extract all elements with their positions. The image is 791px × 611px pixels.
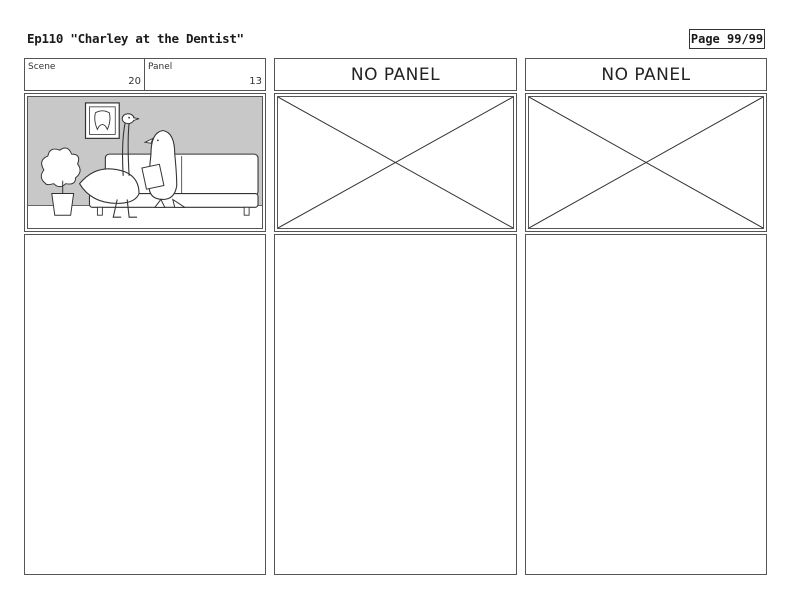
scene-label: Scene — [28, 62, 56, 72]
scene-cell: Scene 20 — [24, 58, 145, 91]
placeholder-x-icon — [277, 96, 514, 229]
scene-number: 20 — [128, 76, 141, 87]
no-panel-header-2: NO PANEL — [274, 58, 517, 91]
panel-frame — [24, 93, 266, 232]
notes-box-1 — [24, 234, 266, 575]
ostrich-penguin-waiting-room-illustration — [28, 97, 262, 228]
no-panel-header-3: NO PANEL — [525, 58, 767, 91]
panel-cell: Panel 13 — [144, 58, 266, 91]
placeholder-x-icon — [528, 96, 764, 229]
notes-box-2 — [274, 234, 517, 575]
notes-box-3 — [525, 234, 767, 575]
empty-frame-3 — [525, 93, 767, 232]
panel-illustration — [27, 96, 263, 229]
episode-title: Ep110 "Charley at the Dentist" — [27, 31, 244, 46]
panel-number: 13 — [249, 76, 262, 87]
page-number: Page 99/99 — [689, 29, 765, 49]
panel-label: Panel — [148, 62, 173, 72]
empty-frame-2 — [274, 93, 517, 232]
